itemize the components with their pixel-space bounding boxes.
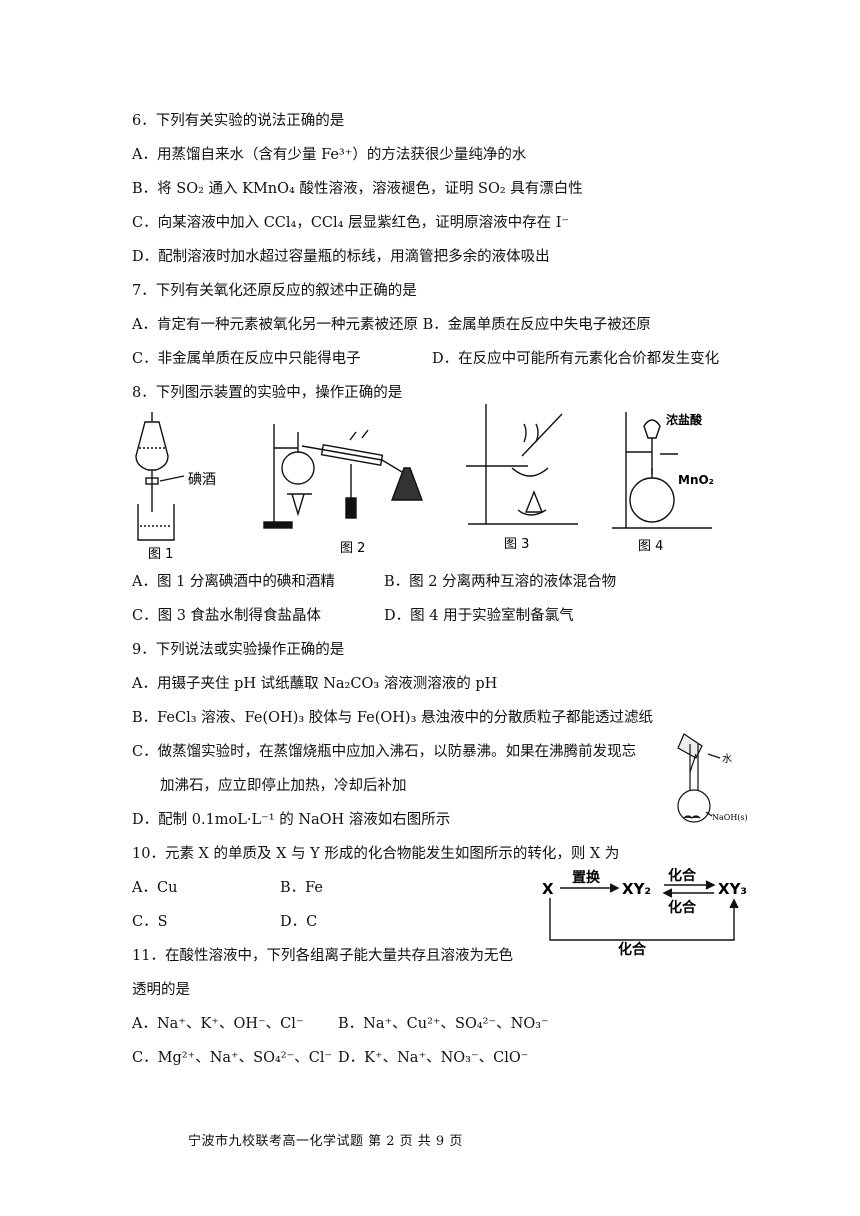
figure-1-separatory-funnel: 碘酒 图 1: [135, 412, 216, 562]
q7-stem: 7．下列有关氧化还原反应的叙述中正确的是: [132, 283, 417, 299]
flask-label-water: 水: [722, 753, 732, 765]
q9-option-a: A．用镊子夹住 pH 试纸蘸取 Na₂CO₃ 溶液测溶液的 pH: [132, 676, 498, 692]
fig4-label-mno2: MnO₂: [678, 473, 714, 487]
diagram-node-x: X: [542, 880, 554, 898]
q11-stem-line2: 透明的是: [132, 982, 190, 998]
q6-option-c: C．向某溶液中加入 CCl₄，CCl₄ 层显紫红色，证明原溶液中存在 I⁻: [132, 215, 570, 231]
q8-option-a: A．图 1 分离碘酒中的碘和酒精: [132, 574, 335, 590]
q9-stem: 9．下列说法或实验操作正确的是: [132, 642, 345, 658]
diagram-node-xy2: XY₂: [622, 880, 651, 898]
q7-option-ab: A．肯定有一种元素被氧化另一种元素被还原 B．金属单质在反应中失电子被还原: [132, 317, 651, 333]
q10-option-b: B．Fe: [280, 880, 324, 896]
fig3-caption: 图 3: [504, 537, 529, 552]
figure-2-distillation: 图 2: [263, 424, 424, 556]
figure-volumetric-flask: 水 NaOH(s): [677, 733, 748, 823]
q10-option-a: A．Cu: [132, 880, 178, 896]
q6-option-d: D．配制溶液时加水超过容量瓶的标线，用滴管把多余的液体吸出: [132, 249, 550, 265]
fig2-caption: 图 2: [340, 541, 365, 556]
fig1-caption: 图 1: [148, 547, 173, 562]
q11-option-c: C．Mg²⁺、Na⁺、SO₄²⁻、Cl⁻: [132, 1050, 333, 1066]
q8-option-b: B．图 2 分离两种互溶的液体混合物: [384, 574, 617, 590]
q10-option-d: D．C: [280, 914, 318, 930]
q11-option-b: B．Na⁺、Cu²⁺、SO₄²⁻、NO₃⁻: [338, 1016, 549, 1032]
q7-option-c: C．非金属单质在反应中只能得电子: [132, 351, 361, 367]
q9-option-c-line1: C．做蒸馏实验时，在蒸馏烧瓶中应加入沸石，以防暴沸。如果在沸腾前发现忘: [132, 744, 637, 760]
q9-option-d: D．配制 0.1moL·L⁻¹ 的 NaOH 溶液如右图所示: [132, 812, 451, 828]
diagram-node-xy3: XY₃: [718, 880, 747, 898]
q10-option-c: C．S: [132, 914, 168, 930]
diagram-label-displacement: 置换: [572, 869, 601, 886]
q8-option-c: C．图 3 食盐水制得食盐晶体: [132, 608, 322, 624]
q6-option-a: A．用蒸馏自来水（含有少量 Fe³⁺）的方法获很少量纯净的水: [132, 147, 527, 163]
fig1-label: 碘酒: [188, 472, 216, 488]
page-footer: 宁波市九校联考高一化学试题 第 2 页 共 9 页: [188, 1134, 463, 1149]
q6-option-b: B．将 SO₂ 通入 KMnO₄ 酸性溶液，溶液褪色，证明 SO₂ 具有漂白性: [132, 181, 583, 197]
q10-stem: 10．元素 X 的单质及 X 与 Y 形成的化合物能发生如图所示的转化，则 X …: [132, 846, 620, 862]
q7-option-d: D．在反应中可能所有元素化合价都发生变化: [432, 351, 720, 367]
q8-stem: 8．下列图示装置的实验中，操作正确的是: [132, 385, 403, 401]
diagram-label-combine-mid: 化合: [668, 899, 697, 916]
q9-option-c-line2: 加沸石，应立即停止加热，冷却后补加: [160, 778, 407, 794]
flask-label-naoh: NaOH(s): [712, 813, 748, 822]
q8-option-d: D．图 4 用于实验室制备氯气: [384, 608, 574, 624]
q9-option-b: B．FeCl₃ 溶液、Fe(OH)₃ 胶体与 Fe(OH)₃ 悬浊液中的分散质粒…: [132, 710, 653, 726]
fig4-caption: 图 4: [638, 539, 663, 554]
q11-option-a: A．Na⁺、K⁺、OH⁻、Cl⁻: [132, 1016, 304, 1032]
q11-option-d: D．K⁺、Na⁺、NO₃⁻、ClO⁻: [338, 1050, 529, 1066]
diagram-label-combine-bottom: 化合: [618, 941, 647, 958]
figure-4-chlorine-apparatus: 浓盐酸 MnO₂ 图 4: [612, 412, 714, 554]
q6-stem: 6．下列有关实验的说法正确的是: [132, 113, 345, 129]
conversion-diagram: X XY₂ XY₃ 置换 化合 化合 化合: [542, 868, 747, 958]
q11-stem-line1: 11．在酸性溶液中，下列各组离子能大量共存且溶液为无色: [132, 948, 513, 964]
fig4-label-hcl: 浓盐酸: [666, 412, 703, 427]
figure-3-evaporation: 图 3: [466, 404, 578, 552]
diagram-label-combine-top: 化合: [668, 868, 697, 884]
